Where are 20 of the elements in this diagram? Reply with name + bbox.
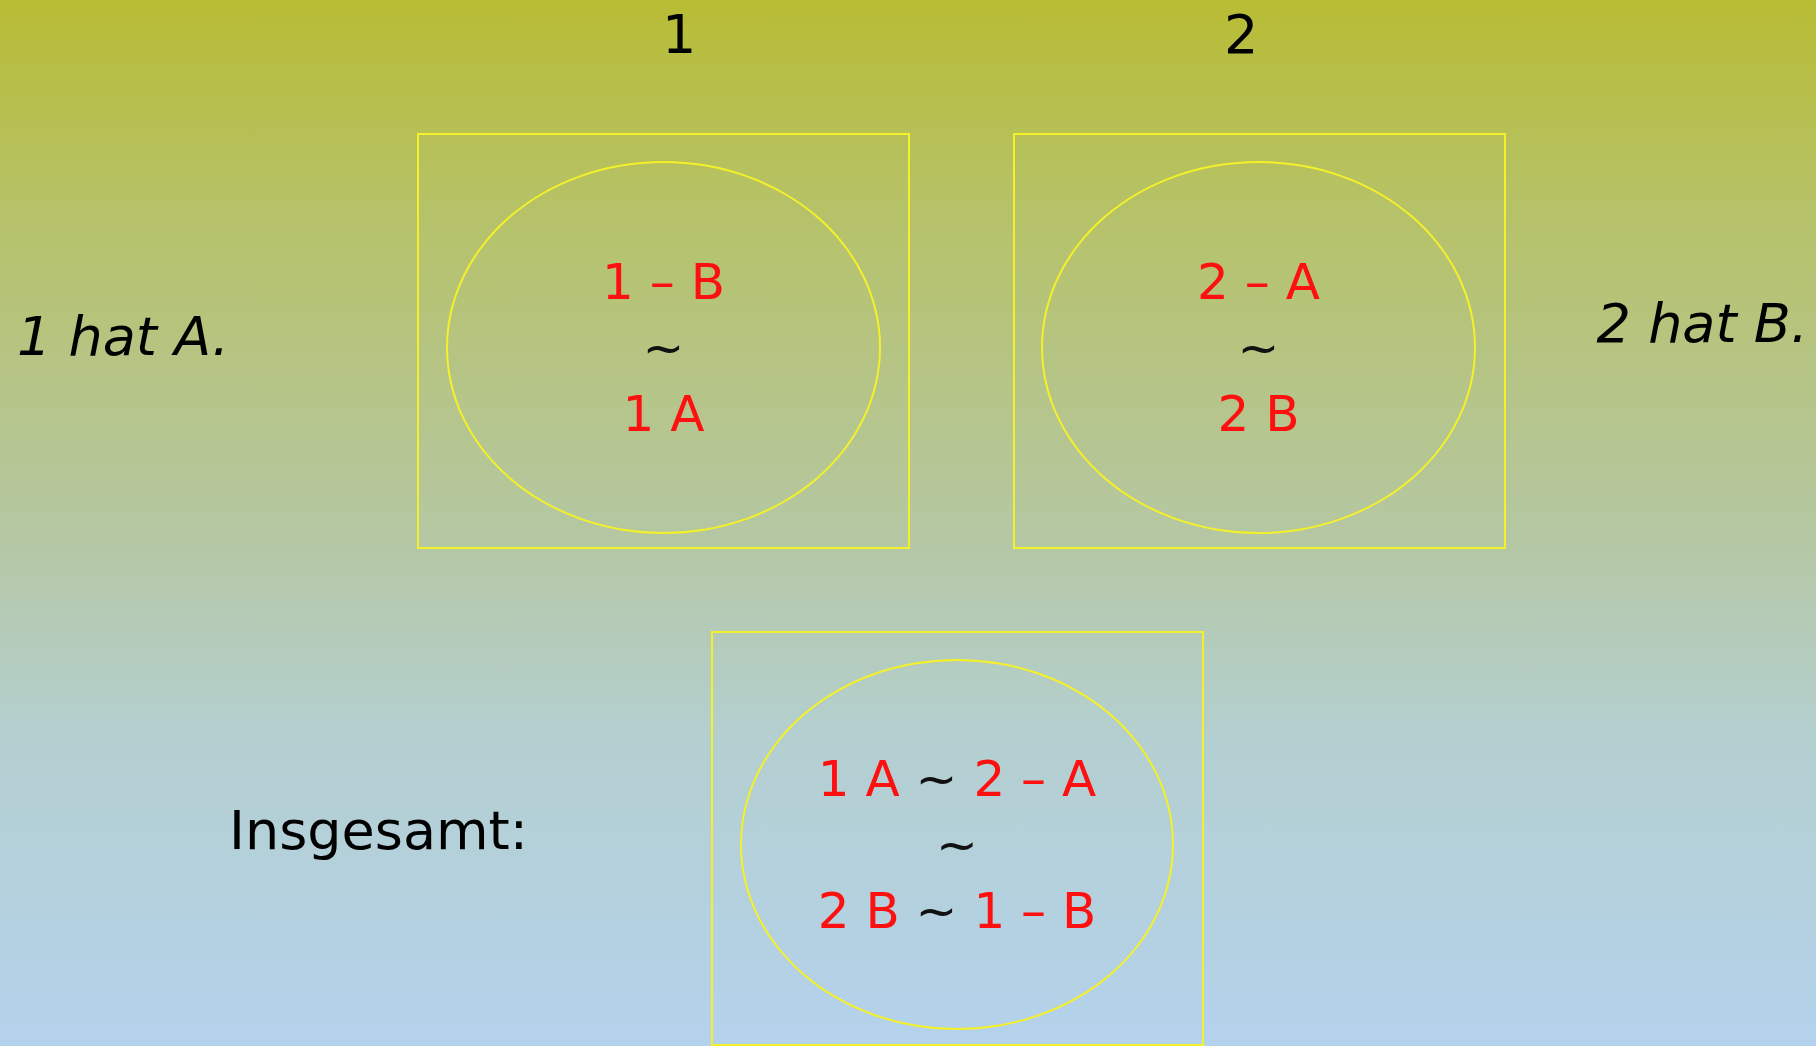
ellipse: [740, 659, 1174, 1030]
relation-text: ~: [1237, 317, 1280, 378]
relation-text: 2 B ~ 1 – B: [817, 880, 1097, 941]
relation-text: ~: [642, 317, 685, 378]
relation-text: 2 – A: [1197, 251, 1320, 312]
relation-text: 1 – B: [602, 251, 725, 312]
ellipse: [446, 161, 881, 534]
statement-text: 2 hat B.: [1596, 297, 1808, 351]
relation-text: 1 A ~ 2 – A: [817, 748, 1097, 809]
ellipse: [1041, 161, 1476, 534]
relation-text: ~: [936, 814, 978, 875]
frame-box: [1013, 133, 1506, 549]
frame-box: [711, 631, 1204, 1046]
relation-text: 2 B: [1217, 383, 1300, 444]
frame-box: [417, 133, 910, 549]
relation-text: 1 A: [622, 383, 705, 444]
statement-text: 1 hat A.: [17, 310, 230, 364]
column-number: 2: [1224, 8, 1259, 62]
column-number: 1: [662, 8, 697, 62]
summary-label: Insgesamt:: [229, 804, 528, 858]
